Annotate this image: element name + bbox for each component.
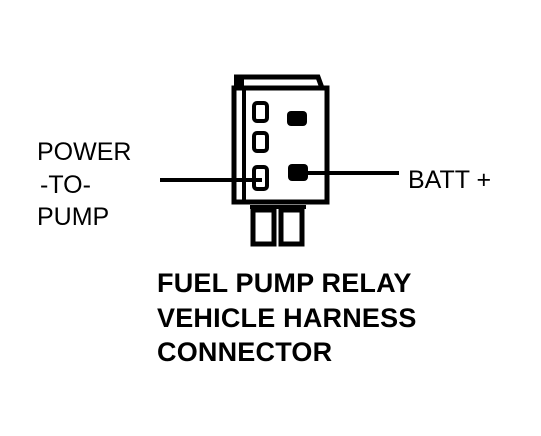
connector-body xyxy=(231,85,330,205)
power-label-line1: POWER xyxy=(37,138,132,166)
cavity-slot-middle xyxy=(252,131,269,153)
caption-line1: FUEL PUMP RELAY xyxy=(157,268,412,298)
terminal-filled-bottom xyxy=(288,164,308,181)
connector-latch xyxy=(234,77,244,88)
caption-line3: CONNECTOR xyxy=(157,337,333,367)
power-label-line3: PUMP xyxy=(37,203,110,231)
connector-top-edge xyxy=(234,74,325,89)
terminal-filled-top xyxy=(287,111,307,126)
connector-bottom-tab-right xyxy=(278,207,305,247)
batt-label: BATT + xyxy=(408,166,492,194)
power-label-line2: -TO- xyxy=(40,171,91,199)
cavity-slot-top xyxy=(252,101,269,123)
connector-bottom-tab-left xyxy=(250,207,277,247)
caption-line2: VEHICLE HARNESS xyxy=(157,303,417,333)
